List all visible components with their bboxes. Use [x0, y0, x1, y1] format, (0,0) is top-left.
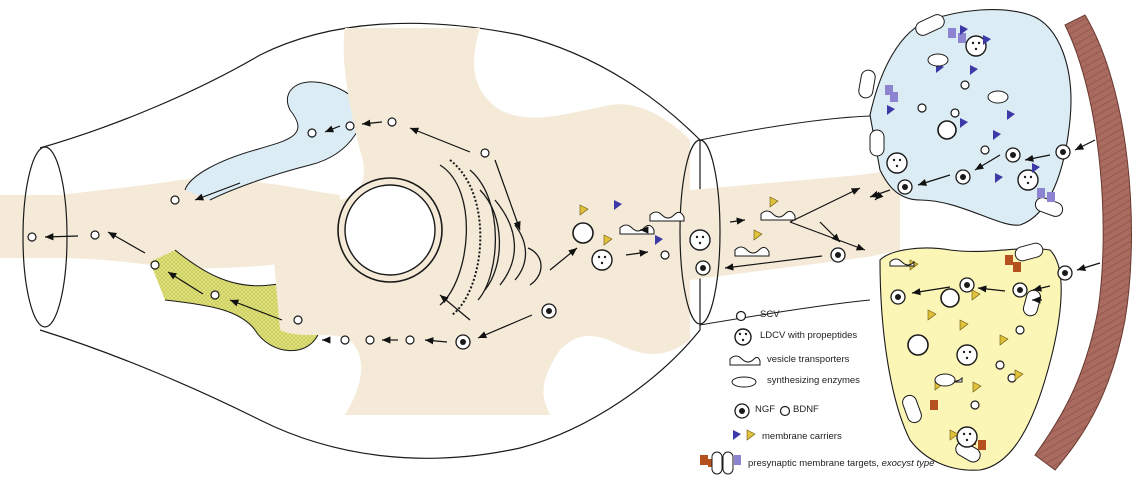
- legend-scv: SCV: [760, 309, 780, 320]
- legend-ldcv: LDCV with propeptides: [760, 330, 857, 341]
- legend-presynaptic-targets-text: presynaptic membrane targets,: [748, 458, 879, 469]
- legend-bdnf: BDNF: [793, 404, 819, 415]
- legend-membrane-carriers: membrane carriers: [762, 431, 842, 442]
- legend-vesicle-transporters: vesicle transporters: [767, 354, 849, 365]
- legend-presynaptic-targets: presynaptic membrane targets, exocyst ty…: [748, 458, 934, 469]
- legend-synthesizing-enzymes: synthesizing enzymes: [767, 375, 860, 386]
- legend-exocyst-type: exocyst type: [882, 458, 935, 469]
- legend-ngf: NGF: [755, 404, 775, 415]
